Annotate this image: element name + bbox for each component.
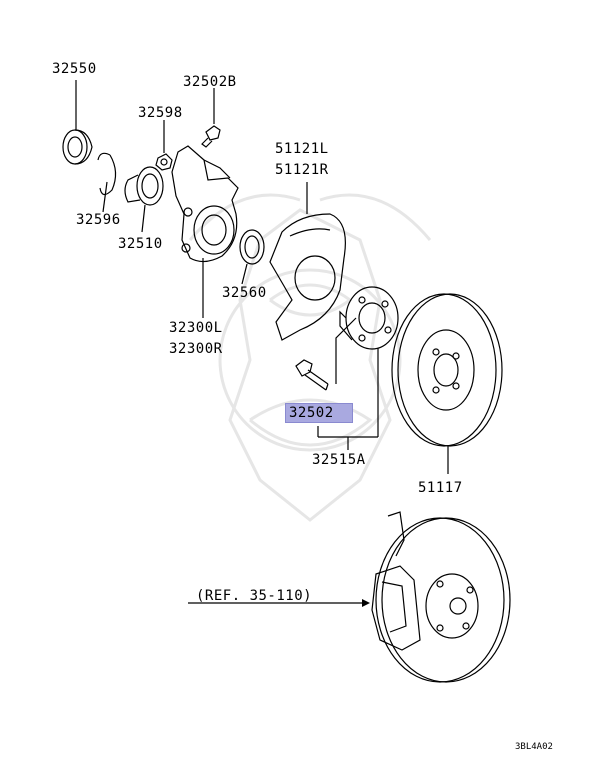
hub-32515A bbox=[339, 286, 399, 350]
part-label-32598[interactable]: 32598 bbox=[138, 105, 183, 121]
seal-32560 bbox=[239, 229, 265, 265]
bolt-32502B bbox=[201, 125, 221, 148]
diagram-code: 3BL4A02 bbox=[515, 742, 553, 752]
part-label-32502B[interactable]: 32502B bbox=[183, 74, 237, 90]
part-label-32300R[interactable]: 32300R bbox=[169, 341, 223, 357]
part-label-32550[interactable]: 32550 bbox=[52, 61, 97, 77]
part-label-51121R[interactable]: 51121R bbox=[275, 162, 329, 178]
assembled-brake-view bbox=[371, 511, 511, 683]
oil-seal-32550 bbox=[62, 129, 93, 165]
brake-disc-51117 bbox=[391, 293, 503, 447]
nut-32598 bbox=[155, 153, 173, 171]
knuckle-32300 bbox=[171, 145, 239, 263]
hub-bolt-32502 bbox=[295, 359, 329, 391]
part-label-32515A[interactable]: 32515A bbox=[312, 452, 366, 468]
part-label-32300L[interactable]: 32300L bbox=[169, 320, 223, 336]
dust-shield-51121 bbox=[269, 213, 346, 341]
reference-label[interactable]: (REF. 35-110) bbox=[196, 588, 313, 604]
watermark-logo bbox=[188, 193, 432, 522]
part-label-32596[interactable]: 32596 bbox=[76, 212, 121, 228]
part-label-51121L[interactable]: 51121L bbox=[275, 141, 329, 157]
part-label-32510[interactable]: 32510 bbox=[118, 236, 163, 252]
part-label-32502-highlighted[interactable]: 32502 bbox=[285, 403, 353, 423]
bearing-32510 bbox=[124, 166, 164, 206]
snap-ring-32596 bbox=[97, 152, 117, 196]
part-label-51117[interactable]: 51117 bbox=[418, 480, 463, 496]
part-label-32560[interactable]: 32560 bbox=[222, 285, 267, 301]
